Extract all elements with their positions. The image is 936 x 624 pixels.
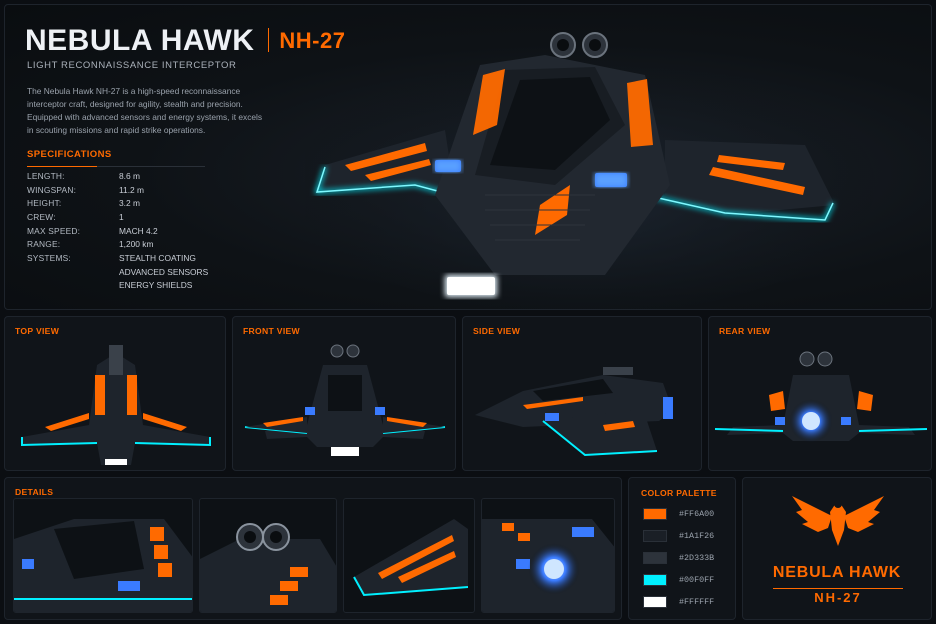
spec-key: WINGSPAN: — [27, 184, 77, 195]
details-label: DETAILS — [15, 487, 54, 497]
details-panel: DETAILS — [4, 477, 622, 620]
spec-row: LENGTH: 8.6 m — [27, 169, 208, 183]
page-title: NEBULA HAWK NH-27 — [25, 25, 345, 57]
detail-thruster — [481, 498, 615, 613]
front-view-panel: FRONT VIEW — [232, 316, 456, 471]
detail-cockpit — [13, 498, 193, 613]
swatch-row: #2D333B — [643, 552, 714, 564]
swatch-orange — [643, 508, 667, 520]
color-palette-panel: COLOR PALETTE #FF6A00 #1A1F26 #2D333B #0… — [628, 477, 736, 620]
hero-panel: NEBULA HAWK NH-27 LIGHT RECONNAISSANCE IN… — [4, 4, 932, 310]
top-view-label: TOP VIEW — [15, 326, 60, 336]
swatch-row: #FF6A00 — [643, 508, 714, 520]
top-view-panel: TOP VIEW — [4, 316, 226, 471]
spec-value: STEALTH COATING — [119, 252, 196, 263]
spec-value: 11.2 m — [119, 184, 144, 195]
spec-row: ENERGY SHIELDS — [27, 279, 208, 293]
spec-row: CREW: 1 — [27, 210, 208, 224]
ship-name: NEBULA HAWK — [25, 24, 255, 57]
side-view-label: SIDE VIEW — [473, 326, 521, 336]
spec-row: WINGSPAN: 11.2 m — [27, 183, 208, 197]
spec-row: HEIGHT: 3.2 m — [27, 196, 208, 210]
spec-row: ADVANCED SENSORS — [27, 265, 208, 279]
swatch-cyan — [643, 574, 667, 586]
front-view-label: FRONT VIEW — [243, 326, 300, 336]
swatch-hex: #2D333B — [679, 553, 715, 563]
front-view-render — [244, 344, 446, 456]
color-palette-title: COLOR PALETTE — [641, 488, 717, 498]
spec-value: ENERGY SHIELDS — [119, 280, 193, 291]
spec-row: RANGE: 1,200 km — [27, 237, 208, 251]
rear-view-render — [714, 351, 928, 443]
swatch-dark — [643, 530, 667, 542]
top-view-render — [21, 345, 211, 465]
swatch-hex: #1A1F26 — [679, 531, 715, 541]
swatch-row: #FFFFFF — [643, 596, 714, 608]
spec-key: CREW: — [27, 211, 56, 222]
spec-value: MACH 4.2 — [119, 225, 158, 236]
swatch-hex: #00F0FF — [679, 575, 715, 585]
ship-code: NH-27 — [279, 28, 346, 53]
spec-value: 8.6 m — [119, 170, 140, 181]
title-divider — [268, 28, 270, 52]
swatch-hex: #FFFFFF — [679, 597, 715, 607]
logo-code: NH-27 — [808, 590, 868, 605]
rear-view-label: REAR VIEW — [719, 326, 771, 336]
spec-value: 1 — [119, 211, 124, 222]
swatch-hex: #FF6A00 — [679, 509, 715, 519]
spec-key: LENGTH: — [27, 170, 65, 181]
swatch-white — [643, 596, 667, 608]
spec-value: 3.2 m — [119, 198, 140, 209]
spec-row: SYSTEMS: STEALTH COATING — [27, 251, 208, 265]
specs-table: LENGTH: 8.6 m WINGSPAN: 11.2 m HEIGHT: 3.2 … — [27, 169, 208, 292]
hero-ship-render — [305, 32, 875, 309]
spec-key: HEIGHT: — [27, 198, 62, 209]
swatch-row: #1A1F26 — [643, 530, 714, 542]
specs-divider — [27, 166, 205, 167]
logo-name: NEBULA HAWK — [772, 564, 902, 581]
ship-subtitle: LIGHT RECONNAISSANCE INTERCEPTOR — [27, 60, 237, 71]
side-view-panel: SIDE VIEW — [462, 316, 702, 471]
logo-panel: NEBULA HAWK NH-27 — [742, 477, 932, 620]
rear-view-panel: REAR VIEW — [708, 316, 932, 471]
ship-description: The Nebula Hawk NH-27 is a high-speed re… — [27, 86, 263, 135]
swatch-row: #00F0FF — [643, 574, 714, 586]
spec-key: RANGE: — [27, 239, 61, 250]
swatch-gray — [643, 552, 667, 564]
hawk-emblem-icon — [792, 496, 884, 546]
detail-engines — [199, 498, 337, 613]
side-view-render — [475, 367, 673, 457]
spec-key: MAX SPEED: — [27, 225, 81, 236]
specs-heading: SPECIFICATIONS — [27, 149, 112, 160]
logo-divider — [773, 588, 903, 589]
detail-wing — [343, 498, 475, 613]
spec-value: 1,200 km — [119, 239, 154, 250]
spec-key: SYSTEMS: — [27, 252, 71, 263]
spec-value: ADVANCED SENSORS — [119, 266, 209, 277]
spec-row: MAX SPEED: MACH 4.2 — [27, 224, 208, 238]
